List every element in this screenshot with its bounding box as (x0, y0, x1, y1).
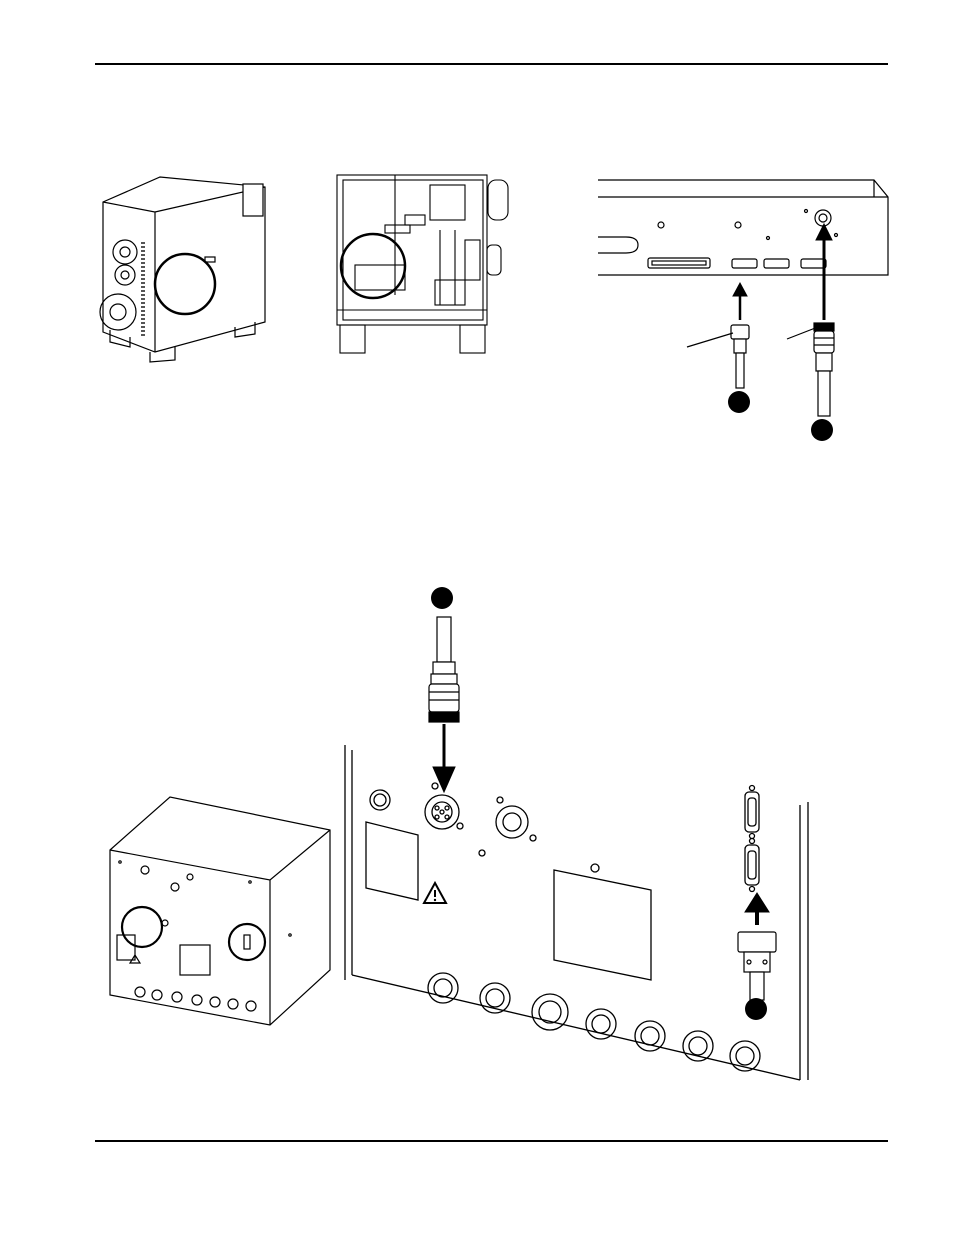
filled-callout-1 (728, 391, 750, 413)
power-supply-side-panel-open (336, 174, 509, 354)
up-arrow-serial-cable-bottom (737, 892, 777, 1001)
down-arrow-round-cable (428, 616, 460, 794)
warning-icon (422, 880, 448, 904)
footer-rule (95, 1140, 888, 1142)
power-supply-rear-view (99, 176, 266, 363)
leader-line-serial (686, 332, 734, 348)
filled-callout-top (431, 587, 453, 609)
filled-callout-2 (811, 419, 833, 441)
leader-line-round (786, 324, 824, 340)
up-arrow-serial-cable (730, 281, 750, 389)
up-arrow-round-cable (813, 222, 835, 417)
filled-callout-right (745, 998, 767, 1020)
gas-console-overview (109, 796, 331, 1026)
gas-console-rear-panel-detail (344, 745, 809, 1081)
control-board-connector-strip (598, 179, 889, 276)
header-rule (95, 63, 888, 65)
